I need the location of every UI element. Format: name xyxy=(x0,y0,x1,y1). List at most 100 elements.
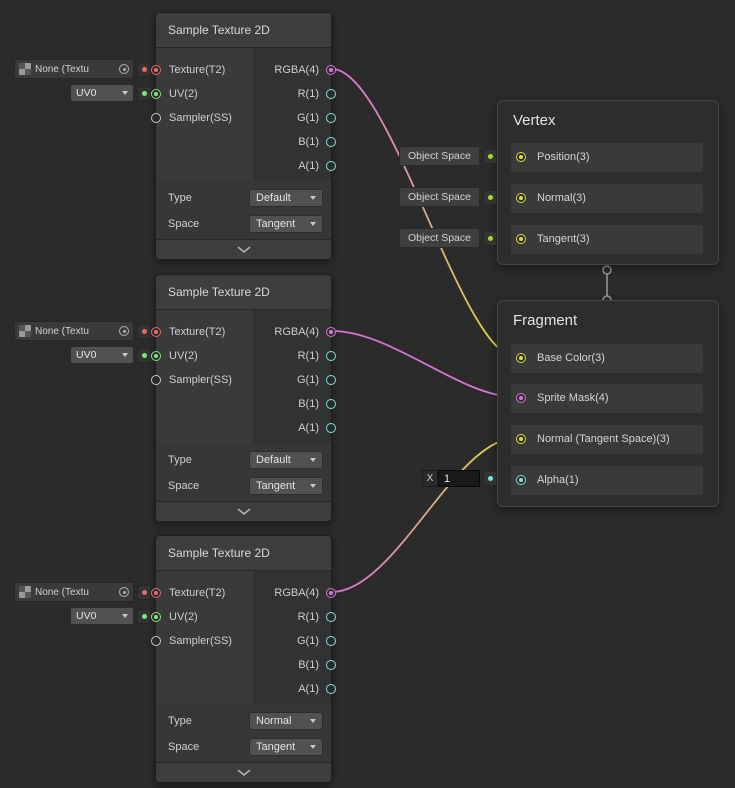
port-g-out[interactable] xyxy=(326,375,336,385)
port-position-in[interactable] xyxy=(516,152,526,162)
block-sprite-mask[interactable]: Sprite Mask(4) xyxy=(511,384,703,413)
port-label: Sampler(SS) xyxy=(169,374,232,386)
block-base-color[interactable]: Base Color(3) xyxy=(511,344,703,373)
output-ports-column xyxy=(253,571,331,704)
type-dropdown[interactable]: Normal xyxy=(249,712,323,730)
texture-object-field-1[interactable]: None (Textu xyxy=(14,59,151,79)
port-sprite-mask-in[interactable] xyxy=(516,393,526,403)
wire-rgba2-to-spritemask[interactable] xyxy=(331,330,517,398)
port-g-out[interactable] xyxy=(326,113,336,123)
port-texture-in[interactable] xyxy=(151,65,161,75)
port-r-out[interactable] xyxy=(326,351,336,361)
space-dropdown[interactable]: Tangent xyxy=(249,477,323,495)
port-a-out[interactable] xyxy=(326,684,336,694)
object-picker-icon[interactable] xyxy=(119,326,129,336)
port-texture-in[interactable] xyxy=(151,327,161,337)
objectspace-chip-tangent[interactable]: Object Space xyxy=(398,228,497,248)
type-dropdown[interactable]: Default xyxy=(249,189,323,207)
port-uv-in[interactable] xyxy=(151,351,161,361)
port-sampler-in[interactable] xyxy=(151,636,161,646)
dropdown-arrow-icon xyxy=(310,745,316,749)
object-picker-icon[interactable] xyxy=(119,587,129,597)
port-a-out[interactable] xyxy=(326,423,336,433)
port-r-out[interactable] xyxy=(326,612,336,622)
space-port-dot xyxy=(487,194,493,200)
port-r-out[interactable] xyxy=(326,89,336,99)
space-dropdown[interactable]: Tangent xyxy=(249,215,323,233)
port-uv-in[interactable] xyxy=(151,612,161,622)
port-rgba-out[interactable] xyxy=(326,588,336,598)
dropdown-arrow-icon xyxy=(122,353,128,357)
node-fragment[interactable]: Fragment Base Color(3) Sprite Mask(4) No… xyxy=(497,300,719,507)
node-title-bar[interactable]: Sample Texture 2D xyxy=(156,536,331,571)
space-port-dot xyxy=(487,153,493,159)
node-sample-texture-2d-3[interactable]: Sample Texture 2D Texture(T2) UV(2) Samp… xyxy=(151,535,336,783)
chevron-down-icon xyxy=(237,245,250,253)
wire-rgba3-to-normalts[interactable] xyxy=(331,437,517,593)
uv-channel-dropdown-3[interactable]: UV0 xyxy=(70,607,151,625)
texture-port-dot xyxy=(141,328,147,334)
port-label: RGBA(4) xyxy=(274,587,319,599)
port-label: R(1) xyxy=(297,88,319,100)
block-position[interactable]: Position(3) xyxy=(511,143,703,172)
port-rgba-out[interactable] xyxy=(326,65,336,75)
node-title: Sample Texture 2D xyxy=(168,23,270,37)
objectspace-chip-normal[interactable]: Object Space xyxy=(398,187,497,207)
node-collapse-bar[interactable] xyxy=(156,762,331,782)
node-collapse-bar[interactable] xyxy=(156,239,331,259)
block-alpha[interactable]: Alpha(1) xyxy=(511,466,703,495)
port-label: A(1) xyxy=(298,422,319,434)
port-g-out[interactable] xyxy=(326,636,336,646)
objectspace-chip-position[interactable]: Object Space xyxy=(398,146,497,166)
port-base-color-in[interactable] xyxy=(516,353,526,363)
alpha-value-chip[interactable]: X 1 xyxy=(422,470,497,487)
port-sampler-in[interactable] xyxy=(151,113,161,123)
dropdown-arrow-icon xyxy=(310,719,316,723)
port-sampler-in[interactable] xyxy=(151,375,161,385)
type-dropdown[interactable]: Default xyxy=(249,451,323,469)
space-dropdown[interactable]: Tangent xyxy=(249,738,323,756)
node-collapse-bar[interactable] xyxy=(156,501,331,521)
node-vertex[interactable]: Vertex Position(3) Normal(3) Tangent(3) xyxy=(497,100,719,265)
port-b-out[interactable] xyxy=(326,399,336,409)
texture-object-field-3[interactable]: None (Textu xyxy=(14,582,151,602)
port-label: G(1) xyxy=(297,635,319,647)
block-tangent[interactable]: Tangent(3) xyxy=(511,225,703,254)
port-rgba-out[interactable] xyxy=(326,327,336,337)
port-label: Sampler(SS) xyxy=(169,112,232,124)
texture-object-field-2[interactable]: None (Textu xyxy=(14,321,151,341)
port-alpha-in[interactable] xyxy=(516,475,526,485)
node-sample-texture-2d-1[interactable]: Sample Texture 2D Texture(T2) UV(2) Samp… xyxy=(151,12,336,260)
stack-connector-top-dot xyxy=(602,265,612,275)
port-label: Texture(T2) xyxy=(169,326,226,338)
texture-port-dot xyxy=(141,66,147,72)
port-label: Texture(T2) xyxy=(169,64,226,76)
node-title-bar[interactable]: Sample Texture 2D xyxy=(156,13,331,48)
port-uv-in[interactable] xyxy=(151,89,161,99)
dropdown-arrow-icon xyxy=(122,91,128,95)
block-normal[interactable]: Normal(3) xyxy=(511,184,703,213)
space-label: Space xyxy=(168,741,200,753)
port-a-out[interactable] xyxy=(326,161,336,171)
node-title-bar[interactable]: Sample Texture 2D xyxy=(156,275,331,310)
port-normal-in[interactable] xyxy=(516,193,526,203)
uv-channel-dropdown-2[interactable]: UV0 xyxy=(70,346,151,364)
vertex-title: Vertex xyxy=(513,112,556,129)
port-label: A(1) xyxy=(298,683,319,695)
port-texture-in[interactable] xyxy=(151,588,161,598)
output-ports-column xyxy=(253,310,331,443)
type-label: Type xyxy=(168,192,192,204)
port-b-out[interactable] xyxy=(326,137,336,147)
block-normal-tangent-space[interactable]: Normal (Tangent Space)(3) xyxy=(511,425,703,454)
port-tangent-in[interactable] xyxy=(516,234,526,244)
node-sample-texture-2d-2[interactable]: Sample Texture 2D Texture(T2) UV(2) Samp… xyxy=(151,274,336,522)
wire-rgba1-to-basecolor[interactable] xyxy=(331,68,517,358)
port-normal-ts-in[interactable] xyxy=(516,434,526,444)
port-label: B(1) xyxy=(298,136,319,148)
alpha-x-input[interactable]: 1 xyxy=(438,470,480,487)
object-picker-icon[interactable] xyxy=(119,64,129,74)
uv-channel-dropdown-1[interactable]: UV0 xyxy=(70,84,151,102)
texture-port-dot xyxy=(141,589,147,595)
port-b-out[interactable] xyxy=(326,660,336,670)
